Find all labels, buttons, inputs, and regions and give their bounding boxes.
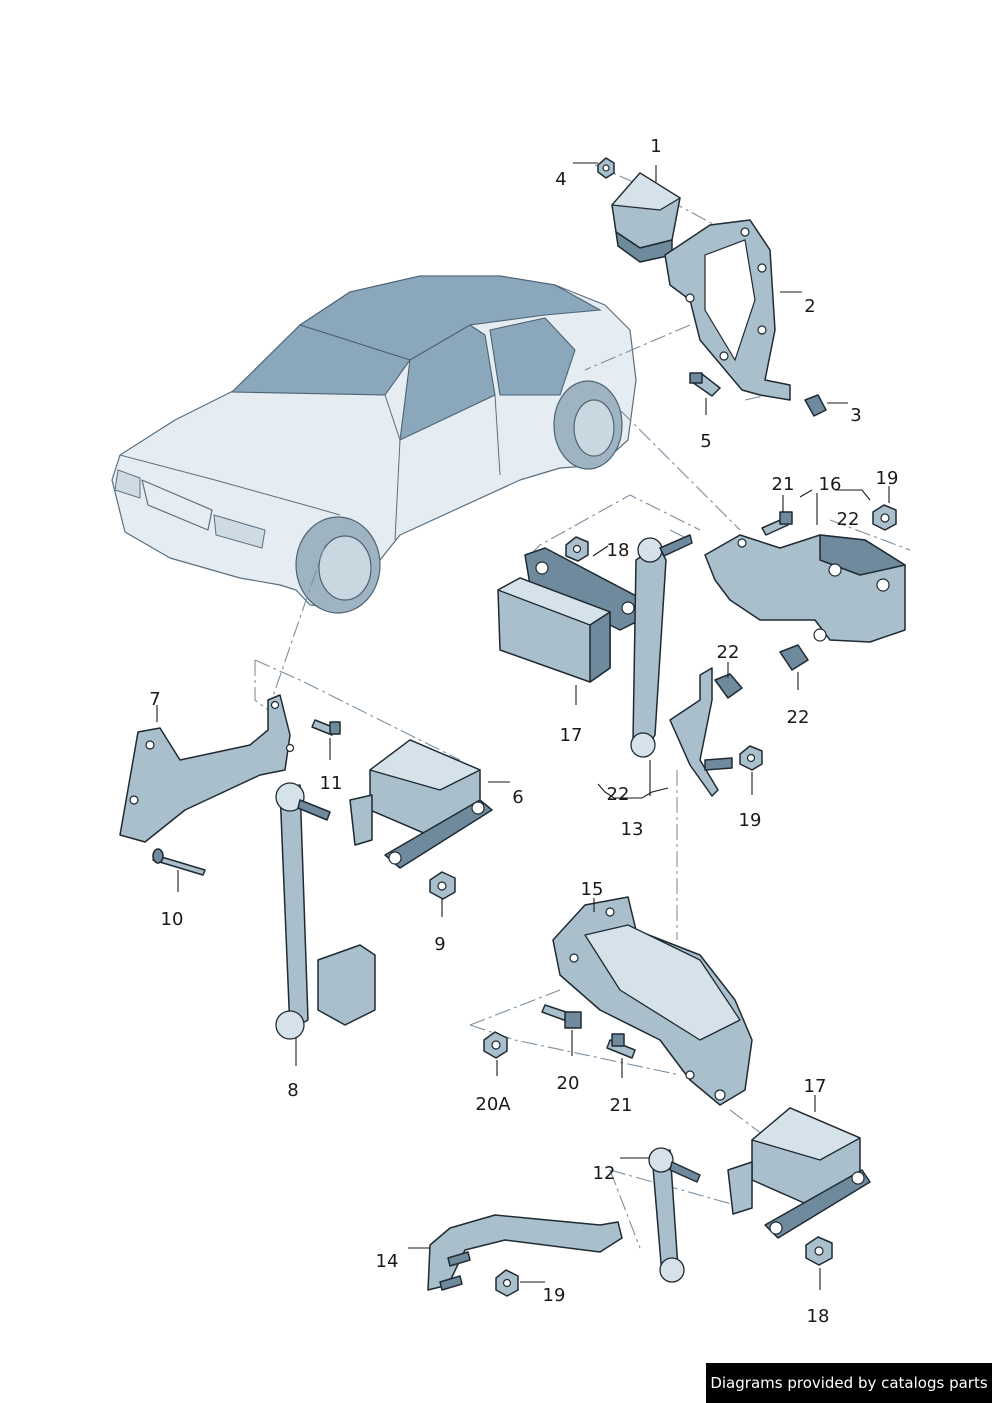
callout-22-upper: 22 (837, 509, 860, 530)
callout-14: 14 (376, 1251, 399, 1272)
bolt-11 (311, 719, 341, 736)
bracket-7 (119, 694, 295, 843)
callout-21-lower: 21 (610, 1095, 633, 1116)
callout-13: 13 (621, 819, 644, 840)
callout-18-upper: 18 (607, 540, 630, 561)
callout-labels: 1 4 2 3 5 21 16 19 22 18 22 22 17 22 13 … (149, 136, 898, 1327)
nut-4 (597, 157, 615, 179)
callout-22-right: 22 (787, 707, 810, 728)
callout-7: 7 (149, 689, 160, 710)
callout-12: 12 (593, 1163, 616, 1184)
callout-20: 20 (557, 1073, 580, 1094)
level-sensor-17-lower (727, 1107, 871, 1239)
nut-18-lower (805, 1236, 833, 1266)
level-sensor-6 (349, 739, 493, 869)
nut-19-lower (495, 1269, 519, 1297)
nut-19-upper (872, 504, 897, 531)
callout-10: 10 (161, 909, 184, 930)
callout-8: 8 (287, 1080, 298, 1101)
link-rod-8 (275, 782, 376, 1040)
bolt-20 (541, 1004, 582, 1029)
callout-15: 15 (581, 879, 604, 900)
bolt-21-upper (761, 511, 793, 536)
car-illustration (111, 275, 637, 614)
bracket-2 (664, 219, 791, 401)
callout-18-lower: 18 (807, 1306, 830, 1327)
callout-17-upper: 17 (560, 725, 583, 746)
callout-3: 3 (850, 405, 861, 426)
bracket-16 (704, 534, 906, 643)
arm-14 (427, 1214, 623, 1291)
leader-lines (156, 162, 890, 1290)
bracket-15 (552, 896, 753, 1106)
callout-1: 1 (650, 136, 661, 157)
callout-9: 9 (434, 934, 445, 955)
callout-2: 2 (804, 296, 815, 317)
nut-20A (483, 1031, 508, 1059)
level-sensor-17-upper (497, 547, 641, 683)
callout-20A: 20A (475, 1094, 511, 1115)
callout-22-middle: 22 (717, 642, 740, 663)
callout-22-lower: 22 (607, 784, 630, 805)
link-rod-12 (648, 1147, 701, 1283)
callout-19-lower: 19 (543, 1285, 566, 1306)
attribution-banner: Diagrams provided by catalogs parts (706, 1363, 992, 1403)
callout-17-lower: 17 (804, 1076, 827, 1097)
bolt-21-lower (606, 1033, 636, 1059)
callout-19-upper: 19 (876, 468, 899, 489)
control-unit-1 (611, 172, 681, 263)
callout-16: 16 (819, 474, 842, 495)
link-rod-13 (630, 534, 733, 797)
nut-18-upper (565, 536, 589, 562)
callout-5: 5 (700, 431, 711, 452)
callout-4: 4 (555, 169, 566, 190)
rivet-10 (152, 848, 206, 876)
bolt-5 (689, 372, 721, 397)
nut-19-middle (739, 745, 763, 771)
clip-3 (804, 394, 827, 417)
callout-19-middle: 19 (739, 810, 762, 831)
clip-22-middle (714, 644, 809, 699)
nut-9 (429, 871, 456, 900)
callout-21-upper: 21 (772, 474, 795, 495)
callout-11: 11 (320, 773, 343, 794)
callout-6: 6 (512, 787, 523, 808)
